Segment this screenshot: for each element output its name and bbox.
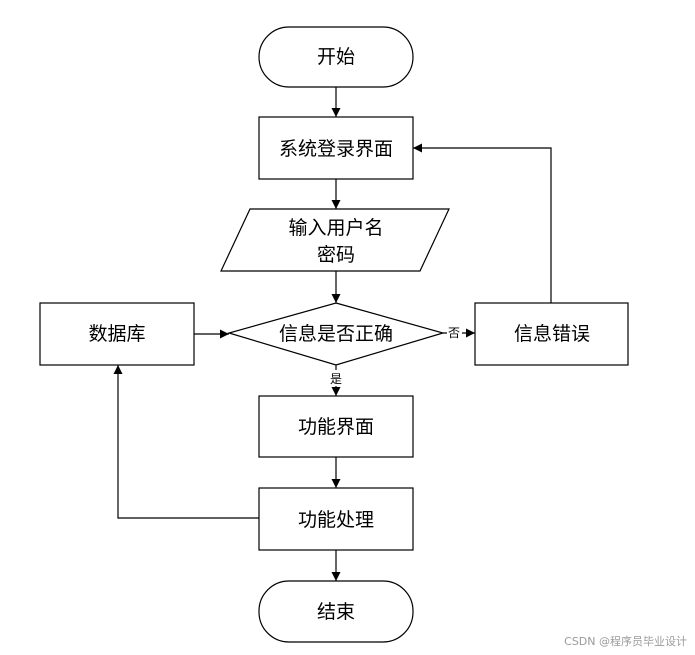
login-node: 系统登录界面 (258, 116, 414, 180)
login-shape (258, 116, 414, 180)
database-label: 数据库 (88, 323, 145, 345)
yes-label: 是 (330, 372, 342, 386)
arrow-proc-to-database (113, 365, 259, 519)
error-label: 信息错误 (514, 323, 590, 345)
input-shape (220, 208, 450, 272)
start-node: 开始 (258, 26, 414, 88)
database-shape (39, 302, 195, 366)
no-label: 否 (448, 326, 460, 340)
login-label: 系统登录界面 (279, 138, 393, 160)
check-node: 信息是否正确 (226, 302, 446, 366)
check-label: 信息是否正确 (279, 323, 393, 345)
end-label: 结束 (317, 601, 355, 623)
input-label-line1: 输入用户名 (288, 217, 383, 239)
no-label-bg (447, 324, 462, 340)
function-ui-label: 功能界面 (298, 416, 374, 438)
yes-label-bg (328, 370, 344, 386)
start-label: 开始 (317, 46, 355, 68)
input-label-line2: 密码 (317, 244, 355, 266)
input-node: 输入用户名 密码 (220, 208, 450, 272)
function-proc-label: 功能处理 (298, 509, 374, 531)
function-proc-node: 功能处理 (258, 487, 414, 551)
function-ui-node: 功能界面 (258, 395, 414, 458)
watermark-text: CSDN @程序员毕业设计 (564, 634, 687, 648)
error-node: 信息错误 (474, 302, 629, 366)
database-node: 数据库 (39, 302, 195, 366)
arrow-error-to-login (413, 143, 552, 303)
end-node: 结束 (258, 580, 414, 643)
